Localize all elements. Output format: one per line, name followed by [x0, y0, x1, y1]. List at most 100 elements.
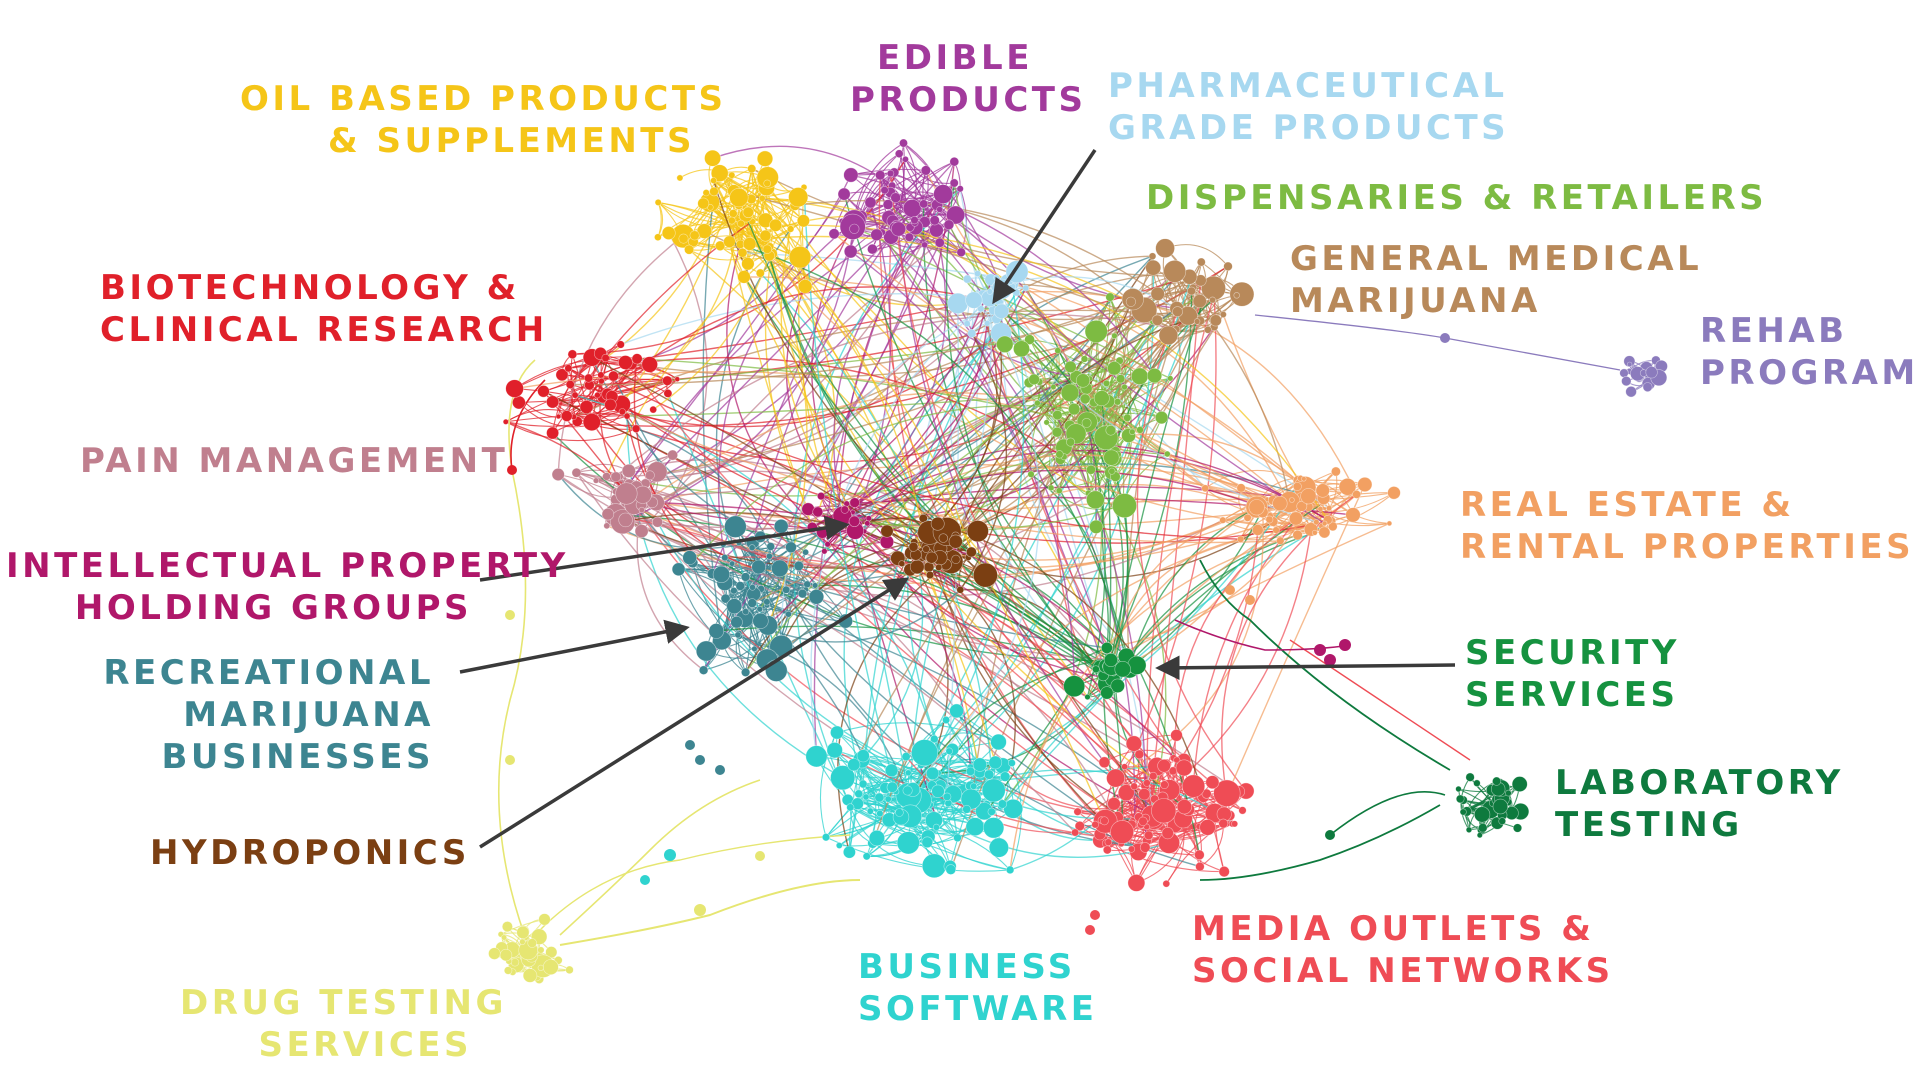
general-node — [1196, 257, 1206, 267]
edible-node — [843, 167, 859, 183]
media-node — [1143, 830, 1154, 841]
business-node — [805, 745, 828, 768]
ip-node — [812, 506, 824, 518]
pharma-node — [963, 320, 971, 328]
edge — [713, 180, 801, 258]
rehab-node — [1642, 382, 1653, 392]
business-node — [970, 782, 978, 790]
edible-node — [837, 187, 851, 201]
media-node — [1181, 774, 1206, 798]
media-node — [1148, 771, 1158, 781]
recreational-node — [766, 542, 776, 551]
edge — [709, 193, 804, 222]
media-node — [1213, 779, 1241, 807]
edge — [861, 554, 924, 761]
edge — [505, 421, 637, 442]
lab-node — [1492, 776, 1502, 786]
dispensaries-node — [1055, 487, 1063, 495]
oil-node — [756, 166, 779, 189]
media-node — [1218, 865, 1230, 878]
hydro-node — [966, 546, 977, 558]
recreational-node — [671, 562, 686, 577]
pain-node — [667, 449, 678, 461]
edge — [848, 569, 911, 853]
label-biotechnology-clinical-research: BIOTECHNOLOGY &CLINICAL RESEARCH — [100, 268, 548, 350]
edge — [717, 221, 855, 558]
edge — [1139, 329, 1181, 431]
media-node — [1127, 874, 1146, 892]
oil-node — [678, 233, 689, 244]
oil-node — [762, 244, 772, 254]
pharma-node — [1022, 284, 1030, 292]
security-node — [1092, 665, 1100, 674]
outlier-node — [1324, 654, 1336, 666]
biotech-node — [674, 376, 681, 383]
recreational-node — [749, 583, 756, 591]
edge — [702, 191, 723, 641]
outlier-node — [664, 849, 676, 861]
security-node — [1084, 693, 1091, 701]
biotech-node — [618, 355, 633, 370]
business-node — [847, 758, 861, 772]
ip-pointer-arrow — [479, 515, 850, 582]
recreational-node — [729, 560, 736, 567]
pain-node — [645, 470, 655, 481]
edge — [855, 323, 988, 527]
business-node — [965, 817, 985, 837]
recreational-node — [752, 612, 769, 630]
business-node — [862, 852, 871, 861]
recreational-node — [782, 585, 791, 594]
drug-node — [488, 947, 501, 960]
business-node — [930, 734, 939, 744]
oil-node — [709, 186, 719, 197]
edge — [847, 799, 935, 867]
biotech-node — [616, 340, 625, 349]
media-node — [1194, 849, 1205, 861]
dispensaries-node — [1043, 419, 1050, 426]
dispensaries-node — [1107, 361, 1122, 376]
business-node — [921, 836, 934, 849]
edge — [1213, 326, 1291, 503]
recreational-pointer-arrow — [459, 619, 690, 674]
business-node — [886, 781, 898, 793]
business-node — [874, 792, 885, 803]
biotech-node — [662, 375, 673, 386]
edge — [570, 287, 1194, 386]
dispensaries-node — [1130, 367, 1149, 385]
edge — [917, 559, 1016, 764]
general-node — [1151, 314, 1164, 326]
oil-node — [654, 233, 662, 241]
edge — [724, 557, 846, 622]
realestate-node — [1292, 481, 1302, 491]
business-node — [884, 795, 892, 803]
pain-node — [603, 522, 611, 530]
business-node — [945, 864, 957, 875]
lab-node — [1478, 823, 1488, 833]
dispensaries-node — [1093, 390, 1110, 407]
edge — [539, 834, 851, 931]
hydro-node — [925, 551, 938, 564]
ip-node — [840, 505, 849, 514]
drug-node — [538, 913, 551, 926]
edge — [922, 203, 1127, 657]
realestate-node — [1328, 521, 1338, 532]
media-node — [1175, 759, 1193, 777]
realestate-node — [1243, 513, 1252, 522]
edge — [1125, 502, 1323, 657]
realestate-node — [1252, 524, 1264, 536]
edge — [872, 321, 1198, 844]
media-node — [1134, 749, 1145, 760]
business-node — [1003, 798, 1024, 819]
general-node — [1150, 286, 1165, 302]
edible-node — [919, 199, 929, 209]
business-node — [821, 833, 831, 842]
business-node — [884, 763, 899, 778]
dispensaries-node — [1084, 319, 1108, 343]
media-node — [1127, 845, 1136, 853]
edible-node — [904, 232, 914, 242]
dispensaries-node — [1123, 413, 1132, 422]
